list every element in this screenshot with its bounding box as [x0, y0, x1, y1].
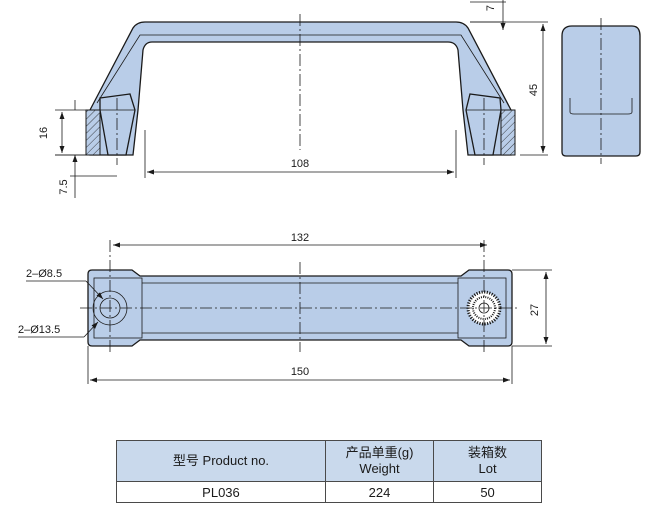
dim-hole-large: 2–Ø13.5: [18, 324, 60, 336]
dim-hole-spacing: 132: [291, 232, 309, 244]
cell-product-no: PL036: [116, 481, 326, 503]
front-view: [85, 14, 516, 165]
left-base-section: [85, 109, 101, 156]
dim-base-height: 16: [38, 127, 50, 139]
cell-weight: 224: [324, 481, 435, 503]
top-view: [80, 240, 520, 352]
table-row: PL036 224 50: [116, 481, 542, 503]
dim-base-offset: 7.5: [58, 179, 70, 194]
header-product-no: 型号 Product no.: [116, 440, 326, 482]
front-dimensions: 7 45 16 7.5 108: [38, 0, 548, 198]
dim-overall-length: 150: [291, 366, 309, 378]
top-dimensions: 132 150 27 2–Ø8.5 2–Ø13.5: [18, 232, 552, 384]
header-weight: 产品单重(g)Weight: [324, 440, 435, 482]
cell-lot: 50: [433, 481, 542, 503]
right-base-section: [500, 109, 516, 156]
technical-drawing: 7 45 16 7.5 108: [18, 0, 641, 384]
side-view: [561, 18, 641, 164]
dim-top-gap: 7: [485, 5, 497, 11]
dim-hole-small: 2–Ø8.5: [26, 268, 62, 280]
dim-height: 45: [528, 84, 540, 96]
dim-width: 27: [529, 304, 541, 316]
dim-inner-span: 108: [291, 158, 309, 170]
